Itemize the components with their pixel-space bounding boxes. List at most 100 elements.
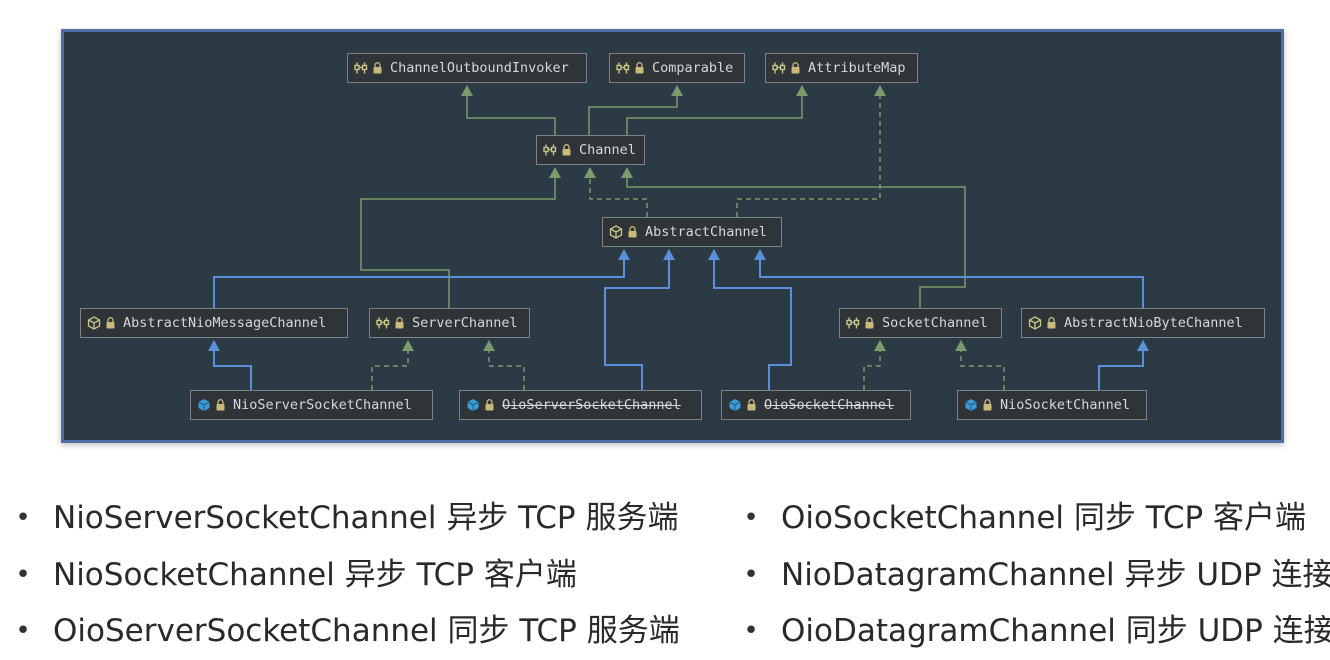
- edge-nio-message-abstract-channel: [213, 250, 625, 308]
- interface-icon: [376, 316, 390, 330]
- interface-icon: [616, 61, 630, 75]
- node-socket-channel[interactable]: SocketChannel: [839, 308, 1002, 338]
- edge-abstract-channel-attribute-map-arrowhead: [874, 85, 886, 96]
- bullet-text: NioServerSocketChannel 异步 TCP 服务端: [53, 500, 679, 536]
- edge-channel-attribute-map: [626, 86, 803, 135]
- class-icon: [964, 398, 978, 412]
- edge-oio-server-abstract-channel: [604, 250, 670, 390]
- bullet-text: NioSocketChannel 异步 TCP 客户端: [53, 556, 577, 593]
- node-label: ServerChannel: [412, 315, 518, 331]
- edge-oio-server-server-channel-arrowhead: [483, 340, 495, 351]
- node-label: AbstractNioMessageChannel: [123, 315, 327, 331]
- bullet-dot: •: [15, 503, 31, 533]
- lock-icon: [865, 317, 874, 329]
- edge-nio-byte-abstract-channel-arrowhead: [754, 249, 766, 260]
- node-label: NioServerSocketChannel: [233, 397, 412, 413]
- edge-socket-channel-channel-arrowhead: [621, 167, 633, 178]
- edge-nio-message-abstract-channel-arrowhead: [618, 249, 630, 260]
- lock-icon: [562, 144, 571, 156]
- edge-socket-channel-channel: [626, 168, 966, 308]
- lock-icon: [1047, 317, 1056, 329]
- bullet-dot: •: [15, 559, 31, 590]
- lock-icon: [373, 62, 382, 74]
- node-label: NioSocketChannel: [1000, 397, 1131, 413]
- node-channel-outbound-invoker[interactable]: ChannelOutboundInvoker: [347, 53, 587, 83]
- edge-nio-server-server-channel: [371, 341, 409, 390]
- node-label: OioSocketChannel: [764, 397, 895, 413]
- edge-oio-socket-abstract-channel-arrowhead: [708, 249, 720, 260]
- class-icon: [197, 398, 211, 412]
- node-oio-socket-channel[interactable]: OioSocketChannel: [721, 390, 911, 420]
- edge-channel-comparable: [588, 86, 678, 135]
- lock-icon: [485, 399, 494, 411]
- node-attribute-map[interactable]: AttributeMap: [765, 53, 918, 83]
- lock-icon: [747, 399, 756, 411]
- edge-abstract-channel-channel: [589, 168, 648, 217]
- lock-icon: [635, 62, 644, 74]
- node-abstract-nio-byte-channel[interactable]: AbstractNioByteChannel: [1021, 308, 1265, 338]
- edge-nio-server-nio-message-arrowhead: [208, 340, 220, 351]
- list-item: • NioServerSocketChannel 异步 TCP 服务端: [13, 490, 680, 547]
- lock-icon: [628, 226, 637, 238]
- edge-abstract-channel-attribute-map: [736, 86, 881, 217]
- node-label: SocketChannel: [882, 315, 988, 331]
- class-diagram-panel: ChannelOutboundInvoker Comparable Attribut…: [61, 29, 1284, 443]
- edge-channel-comparable-arrowhead: [671, 85, 683, 96]
- node-label: AbstractChannel: [645, 224, 767, 240]
- interface-icon: [543, 143, 557, 157]
- edge-abstract-channel-channel-arrowhead: [584, 167, 596, 178]
- edge-oio-server-abstract-channel-arrowhead: [663, 249, 675, 260]
- edge-nio-socket-nio-byte-arrowhead: [1137, 340, 1149, 351]
- node-server-channel[interactable]: ServerChannel: [369, 308, 530, 338]
- lock-icon: [395, 317, 404, 329]
- node-label: ChannelOutboundInvoker: [390, 60, 569, 76]
- edge-channel-outbound-invoker-arrowhead: [461, 85, 473, 96]
- node-nio-socket-channel[interactable]: NioSocketChannel: [957, 390, 1147, 420]
- bullet-dot: •: [743, 616, 759, 646]
- edge-channel-attribute-map-arrowhead: [796, 85, 808, 96]
- bullet-text: OioServerSocketChannel 同步 TCP 服务端: [53, 613, 680, 649]
- node-abstract-nio-message-channel[interactable]: AbstractNioMessageChannel: [80, 308, 348, 338]
- edge-nio-socket-socket-channel-arrowhead: [955, 340, 967, 351]
- interface-icon: [772, 61, 786, 75]
- lock-icon: [216, 399, 225, 411]
- edge-channel-outbound-invoker: [466, 86, 556, 135]
- list-item: •OioServerSocketChannel 同步 TCP 服务端: [13, 603, 680, 660]
- edge-nio-byte-abstract-channel: [759, 250, 1144, 308]
- edge-nio-server-nio-message: [213, 341, 252, 390]
- list-item: • NioSocketChannel 异步 TCP 客户端: [13, 547, 680, 604]
- node-abstract-channel[interactable]: AbstractChannel: [602, 217, 782, 247]
- abstract-class-icon: [609, 225, 623, 239]
- abstract-class-icon: [87, 316, 101, 330]
- list-item: • NioDatagramChannel 异步 UDP 连接: [741, 547, 1330, 604]
- bullet-dot: •: [743, 503, 759, 533]
- node-label: Channel: [579, 142, 636, 158]
- node-label: Comparable: [652, 60, 734, 76]
- class-icon: [728, 398, 742, 412]
- interface-icon: [846, 316, 860, 330]
- edge-oio-socket-socket-channel-arrowhead: [874, 340, 886, 351]
- bullet-text: NioDatagramChannel 异步 UDP 连接: [781, 556, 1330, 593]
- edge-nio-server-server-channel-arrowhead: [402, 340, 414, 351]
- diagram-edges: [208, 85, 1149, 390]
- abstract-class-icon: [1028, 316, 1042, 330]
- edge-nio-socket-socket-channel: [960, 341, 1005, 390]
- lock-icon: [983, 399, 992, 411]
- list-item: •OioSocketChannel 同步 TCP 客户端: [741, 490, 1330, 547]
- lock-icon: [791, 62, 800, 74]
- lock-icon: [106, 317, 115, 329]
- interface-icon: [354, 61, 368, 75]
- edge-oio-socket-abstract-channel: [713, 250, 792, 390]
- node-nio-server-socket-channel[interactable]: NioServerSocketChannel: [190, 390, 433, 420]
- bullet-text: OioDatagramChannel 同步 UDP 连接: [781, 613, 1330, 649]
- bullet-list-left: • NioServerSocketChannel 异步 TCP 服务端 • NioS…: [13, 490, 680, 660]
- bullet-dot: •: [743, 559, 759, 590]
- node-label: AbstractNioByteChannel: [1064, 315, 1243, 331]
- class-icon: [466, 398, 480, 412]
- node-channel[interactable]: Channel: [536, 135, 645, 165]
- node-comparable[interactable]: Comparable: [609, 53, 745, 83]
- bullet-list-right: •OioSocketChannel 同步 TCP 客户端 • NioDatagra…: [741, 490, 1330, 660]
- node-oio-server-socket-channel[interactable]: OioServerSocketChannel: [459, 390, 702, 420]
- edge-oio-server-server-channel: [488, 341, 525, 390]
- edge-nio-socket-nio-byte: [1098, 341, 1144, 390]
